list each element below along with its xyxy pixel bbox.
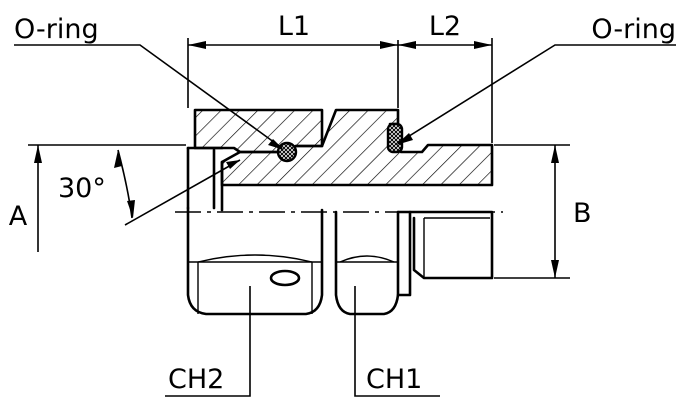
oring-right-leader bbox=[396, 44, 676, 145]
label-angle: 30° bbox=[58, 173, 106, 204]
label-ch1: CH1 bbox=[366, 364, 422, 395]
dimension-l1-l2 bbox=[187, 38, 493, 143]
oring-right-symbol bbox=[386, 122, 404, 154]
dimension-a bbox=[28, 144, 186, 252]
oring-left-symbol bbox=[276, 141, 298, 163]
ch2-leader bbox=[165, 286, 251, 397]
label-a: A bbox=[9, 201, 28, 232]
label-ch2: CH2 bbox=[168, 364, 224, 395]
oring-left-leader bbox=[14, 44, 284, 150]
nut-hex-view bbox=[186, 206, 324, 316]
dimension-b bbox=[494, 144, 570, 279]
label-l2: L2 bbox=[429, 11, 461, 42]
label-b: B bbox=[573, 198, 592, 229]
thread-end-view bbox=[408, 210, 494, 280]
angle-30 bbox=[114, 149, 241, 226]
ch1-leader bbox=[354, 286, 440, 397]
label-oring-right: O-ring bbox=[591, 14, 676, 45]
body-hex-view bbox=[334, 210, 412, 316]
label-l1: L1 bbox=[278, 11, 310, 42]
label-oring-left: O-ring bbox=[14, 14, 99, 45]
